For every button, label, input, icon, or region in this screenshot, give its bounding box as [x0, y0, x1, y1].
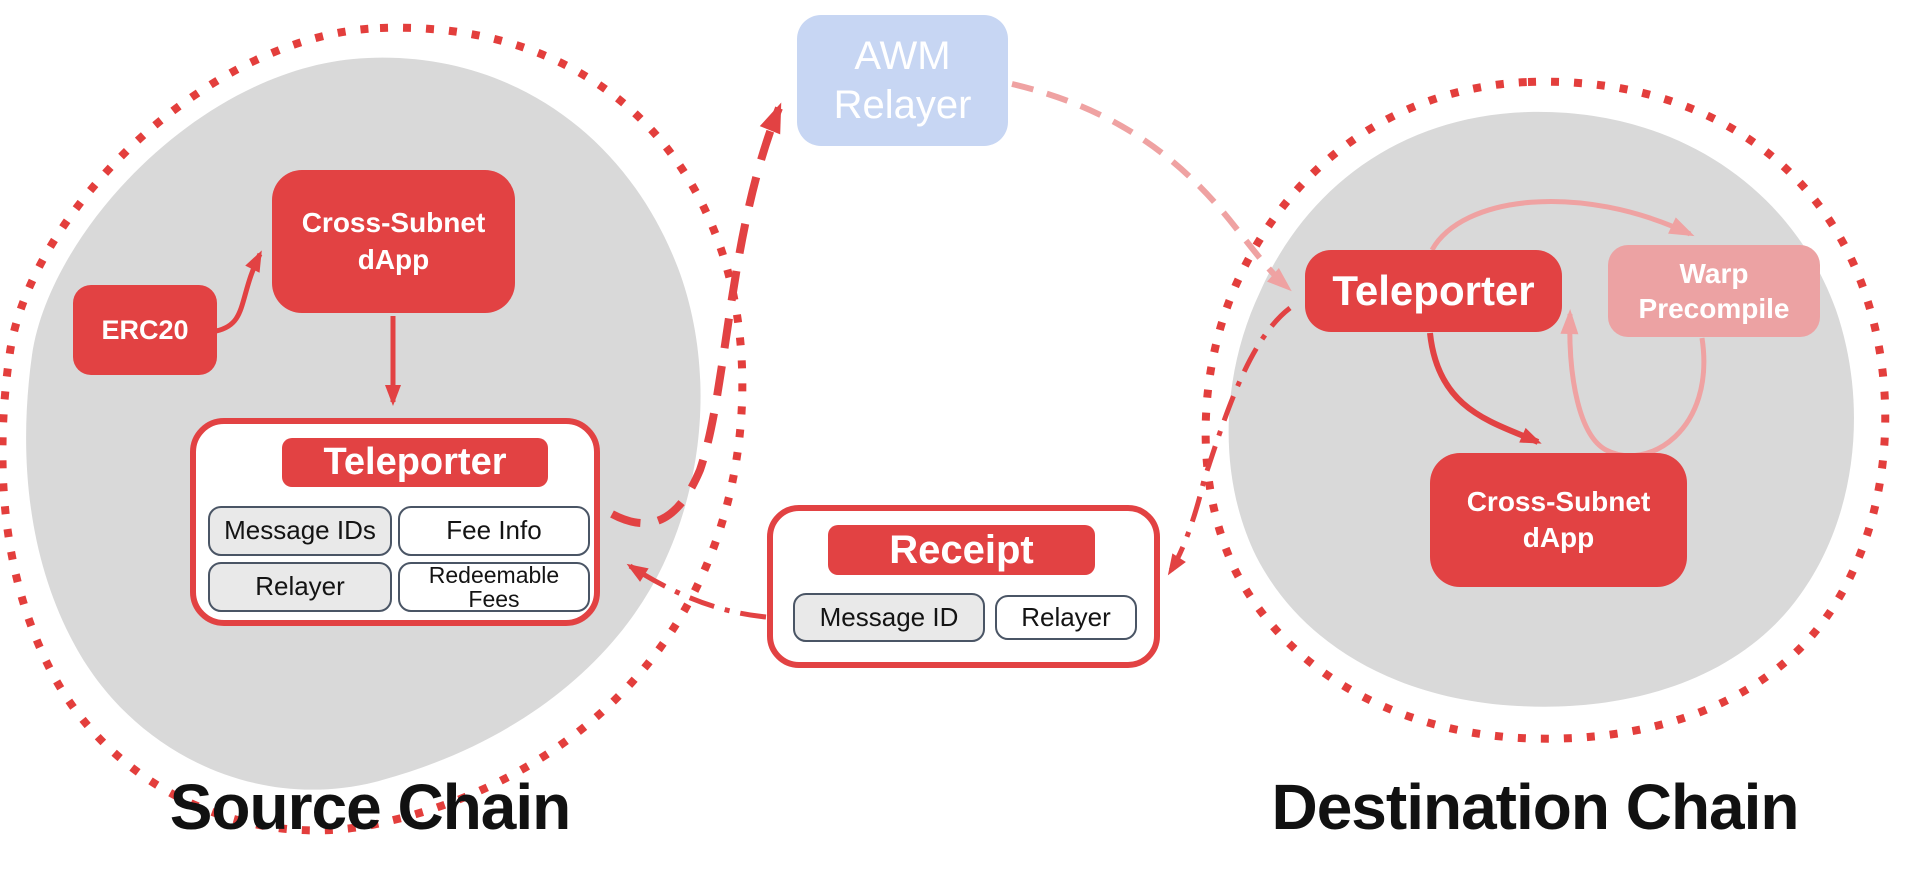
source-teleporter-chip-redeemable-fees: Redeemable Fees — [398, 562, 590, 612]
destination-chain-label: Destination Chain — [1271, 771, 1799, 843]
awm-relayer-node: AWM Relayer — [797, 15, 1008, 146]
source-teleporter-chip-relayer: Relayer — [208, 562, 392, 612]
source-cross-subnet-dapp-node: Cross-Subnet dApp — [272, 170, 515, 313]
arrow-erc20-to-dapp — [215, 250, 263, 334]
arrow-receipt-to-source-teleporter-dashdot — [626, 563, 767, 620]
source-teleporter-chip-message-ids: Message IDs — [208, 506, 392, 556]
erc20-node: ERC20 — [73, 285, 217, 375]
source-teleporter-chip-fee-info: Fee Info — [398, 506, 590, 556]
arrow-source-to-awm-dashed — [610, 102, 783, 528]
receipt-chip-relayer: Relayer — [995, 595, 1137, 640]
arrow-warp-to-teleporter-pale — [1560, 309, 1707, 459]
arrow-dest-teleporter-to-receipt-dashdot — [1167, 306, 1292, 576]
warp-precompile-node: Warp Precompile — [1608, 245, 1820, 337]
source-teleporter-title: Teleporter — [282, 438, 548, 487]
source-chain-dotted-border — [0, 23, 747, 835]
destination-cross-subnet-dapp-node: Cross-Subnet dApp — [1430, 453, 1687, 587]
arrow-awm-to-dest-teleporter-dashed — [1011, 81, 1292, 292]
receipt-chip-message-id: Message ID — [793, 593, 985, 642]
arrow-dest-teleporter-to-dapp — [1427, 332, 1542, 445]
source-chain-label: Source Chain — [169, 771, 572, 843]
arrow-teleporter-to-warp-pale — [1429, 198, 1695, 252]
receipt-title: Receipt — [828, 525, 1095, 575]
destination-teleporter-node: Teleporter — [1305, 250, 1562, 332]
